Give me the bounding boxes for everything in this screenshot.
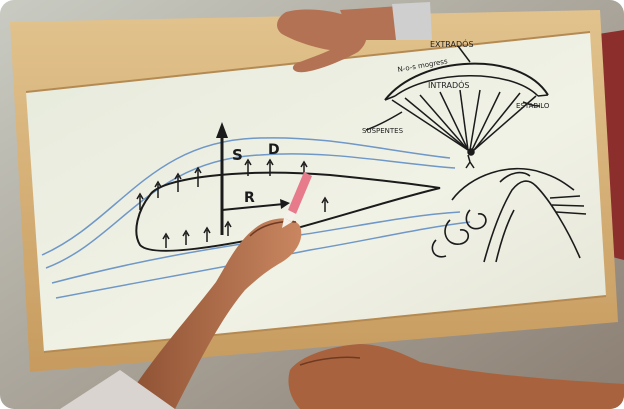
label-r: R [244, 190, 255, 206]
label-s: S [232, 146, 243, 164]
label-suspentes: SUSPENTES [362, 127, 404, 135]
label-extrados: EXTRADÓS [430, 38, 474, 49]
label-estabilo: ESTABILO [516, 102, 550, 110]
label-intrados: INTRADÓS [428, 79, 469, 90]
label-d: D [268, 142, 280, 158]
